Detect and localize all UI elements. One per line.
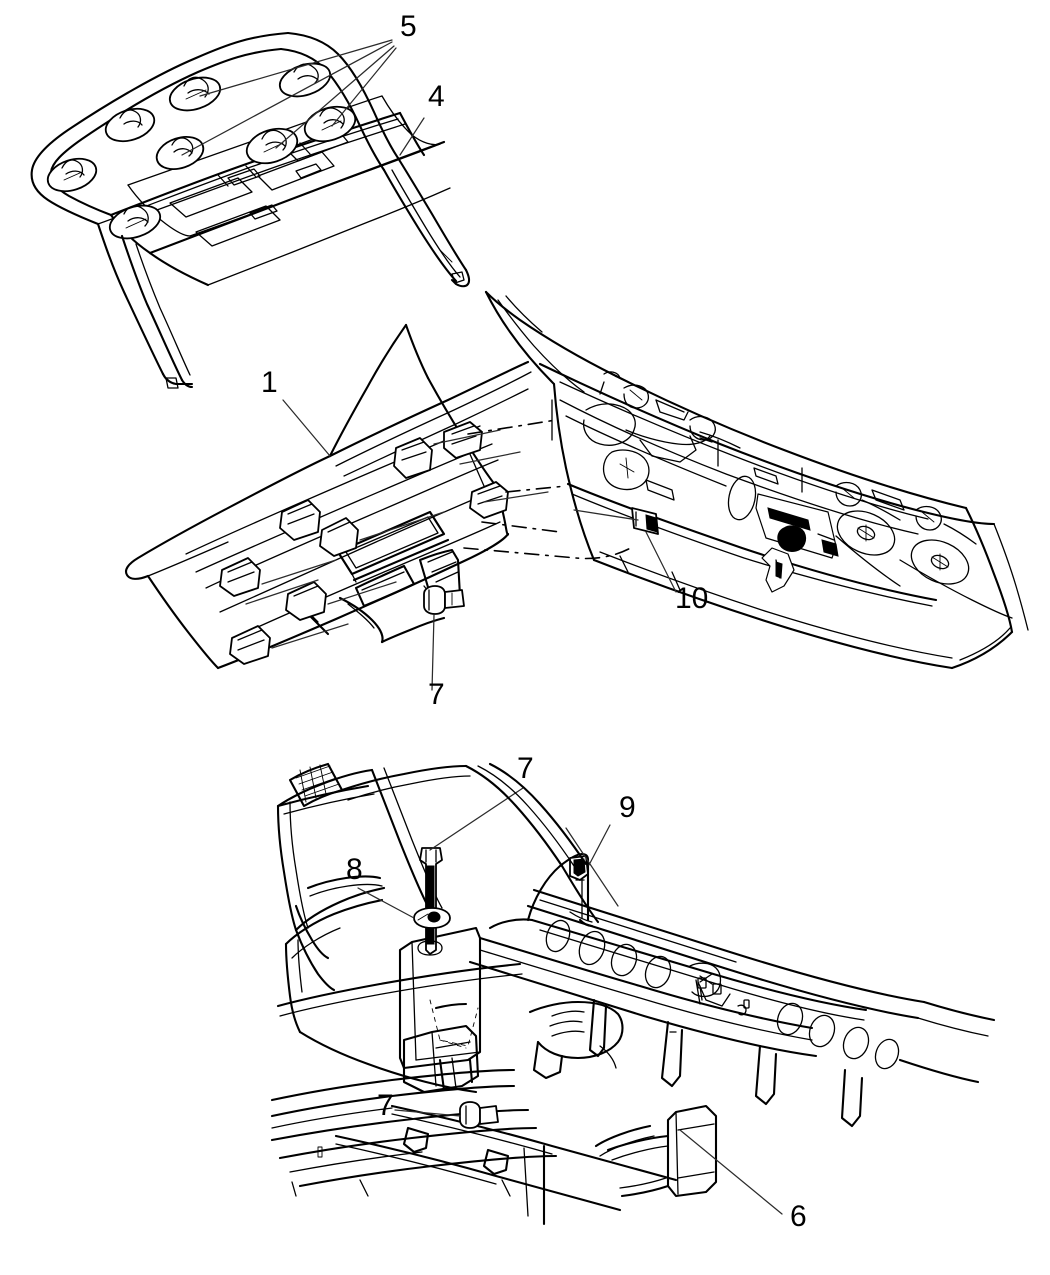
liftgate-lamp-openings: [835, 510, 1013, 619]
rear-scuff-plate-panel: [594, 1104, 718, 1198]
callout-6: 6: [790, 1200, 807, 1233]
retainer-clip: [155, 136, 205, 170]
headliner-retainer-clip-group: [46, 62, 357, 240]
retainer-clip: [46, 157, 98, 193]
roof-side-trim-molding: [382, 156, 471, 288]
callout-8: 8: [346, 853, 363, 886]
retainer-clip: [303, 105, 357, 143]
liftgate-striker-bracket: [631, 507, 659, 535]
push-pin-fastener-lower-left: [459, 1101, 499, 1129]
liftgate-trim-panel: [124, 323, 549, 670]
callout-labels: 5 4 1 10 7 7 9 8 7 6: [261, 10, 807, 1233]
callout-7-floor: 7: [377, 1089, 394, 1122]
callout-7-upper: 7: [428, 678, 445, 711]
grommet-washer: [413, 907, 451, 929]
retainer-clip: [168, 76, 222, 112]
retainer-clip: [245, 127, 299, 165]
rear-quarter-assembly: [270, 762, 996, 1226]
retainer-clip: [108, 204, 162, 240]
retainer-clip: [278, 62, 332, 98]
callout-7-lower: 7: [517, 752, 534, 785]
trim-panel-retainer-tabs: [219, 421, 509, 665]
clip-retainer: [526, 852, 594, 928]
liftgate-latch-mechanism: [755, 493, 839, 593]
callout-4: 4: [428, 80, 445, 113]
callout-5: 5: [400, 10, 417, 43]
callout-10: 10: [675, 582, 708, 615]
headliner-assembly: [30, 31, 471, 389]
callout-9: 9: [619, 791, 636, 824]
push-pin-fastener-upper: [423, 585, 465, 615]
liftgate-inner-panel: [484, 290, 1029, 670]
callout-1: 1: [261, 366, 278, 399]
retainer-clip: [104, 107, 156, 143]
